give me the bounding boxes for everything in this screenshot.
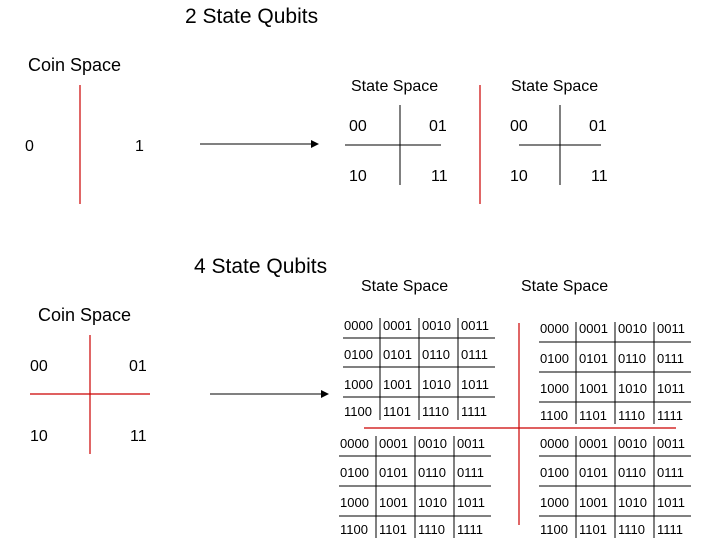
state-space-label: State Space [511, 78, 598, 95]
coin-value-1: 1 [135, 138, 144, 155]
state-space-label: State Space [351, 78, 438, 95]
coin-space-4-state: Coin Space 00 01 10 11 [30, 305, 150, 454]
state-cell: 10 [349, 168, 367, 185]
state-cell: 1111 [461, 404, 487, 419]
coin-value-0: 0 [25, 138, 34, 155]
state-cell: 1100 [340, 522, 368, 537]
state-grids-4-state: 0000 0001 0010 0011 0100 0101 0110 0111 1000 1001… [339, 318, 691, 538]
state-cell: 1001 [579, 495, 608, 510]
state-cell: 1100 [344, 404, 372, 419]
state-cell: 0101 [579, 351, 608, 366]
state-cell: 1100 [540, 408, 568, 423]
state-cell: 1111 [657, 408, 683, 423]
state-grid-tl: 0000 0001 0010 0011 0100 0101 0110 0111 1000 1001… [343, 318, 495, 420]
state-cell: 01 [429, 118, 447, 135]
state-cell: 1101 [579, 522, 607, 537]
state-cell: 1011 [457, 495, 485, 510]
state-cell: 0010 [618, 321, 647, 336]
state-cell: 10 [510, 168, 528, 185]
state-cell: 0100 [540, 465, 569, 480]
state-cell: 1111 [457, 522, 483, 537]
state-cell: 0011 [657, 436, 685, 451]
state-cell: 0111 [657, 465, 684, 480]
state-cell: 0110 [618, 465, 646, 480]
state-cell: 11 [591, 168, 608, 185]
state-cell: 0010 [618, 436, 647, 451]
state-cell: 1110 [422, 404, 449, 419]
state-cell: 1101 [379, 522, 407, 537]
state-cell: 0100 [344, 347, 373, 362]
state-cell: 0010 [418, 436, 447, 451]
state-space-label: State Space [361, 278, 448, 295]
coin-space-label: Coin Space [38, 305, 131, 325]
state-space-2-state-a: State Space 00 01 10 11 [345, 78, 448, 185]
state-cell: 1010 [422, 377, 451, 392]
state-cell: 0110 [618, 351, 646, 366]
state-grid-tr: 0000 0001 0010 0011 0100 0101 0110 0111 1000 1001… [539, 321, 691, 424]
state-cell: 0101 [383, 347, 412, 362]
state-cell: 0110 [418, 465, 446, 480]
state-cell: 1001 [379, 495, 408, 510]
state-cell: 0011 [461, 318, 489, 333]
state-cell: 1011 [657, 495, 685, 510]
state-cell: 1000 [340, 495, 369, 510]
state-cell: 0111 [461, 347, 488, 362]
state-cell: 0110 [422, 347, 450, 362]
state-cell: 00 [349, 118, 367, 135]
state-cell: 1000 [540, 381, 569, 396]
state-cell: 1011 [657, 381, 685, 396]
state-cell: 1010 [418, 495, 447, 510]
state-cell: 0111 [657, 351, 684, 366]
state-cell: 01 [589, 118, 607, 135]
state-cell: 1011 [461, 377, 489, 392]
state-cell: 1100 [540, 522, 568, 537]
state-cell: 0010 [422, 318, 451, 333]
state-cell: 0001 [579, 321, 608, 336]
state-cell: 1110 [618, 522, 645, 537]
state-cell: 0001 [383, 318, 412, 333]
title-4-state: 4 State Qubits [194, 255, 327, 278]
state-cell: 1000 [344, 377, 373, 392]
state-cell: 0100 [340, 465, 369, 480]
state-cell: 11 [431, 168, 448, 185]
state-cell: 1000 [540, 495, 569, 510]
coin-space-label: Coin Space [28, 55, 121, 75]
state-cell: 0100 [540, 351, 569, 366]
state-grid-bl: 0000 0001 0010 0011 0100 0101 0110 0111 1000 1001… [339, 436, 491, 538]
state-cell: 0101 [579, 465, 608, 480]
state-space-2-state-b: State Space 00 01 10 11 [510, 78, 608, 185]
state-cell: 1010 [618, 495, 647, 510]
state-cell: 0000 [340, 436, 369, 451]
title-2-state: 2 State Qubits [185, 5, 318, 28]
state-cell: 0101 [379, 465, 408, 480]
coin-space-2-state: Coin Space 0 1 [25, 55, 144, 204]
coin-cell: 11 [130, 428, 147, 445]
state-cell: 0111 [457, 465, 484, 480]
state-cell: 1110 [418, 522, 445, 537]
state-cell: 0001 [379, 436, 408, 451]
state-cell: 0000 [540, 321, 569, 336]
state-space-label: State Space [521, 278, 608, 295]
state-cell: 00 [510, 118, 528, 135]
state-cell: 1001 [383, 377, 412, 392]
state-cell: 0000 [344, 318, 373, 333]
state-cell: 1110 [618, 408, 645, 423]
state-cell: 1010 [618, 381, 647, 396]
state-cell: 1111 [657, 522, 683, 537]
coin-cell: 00 [30, 358, 48, 375]
state-cell: 0001 [579, 436, 608, 451]
state-cell: 0000 [540, 436, 569, 451]
state-cell: 1001 [579, 381, 608, 396]
state-cell: 0011 [657, 321, 685, 336]
coin-cell: 10 [30, 428, 48, 445]
state-cell: 1101 [579, 408, 607, 423]
state-cell: 0011 [457, 436, 485, 451]
coin-cell: 01 [129, 358, 147, 375]
state-cell: 1101 [383, 404, 411, 419]
state-grid-br: 0000 0001 0010 0011 0100 0101 0110 0111 1000 1001… [539, 436, 691, 538]
